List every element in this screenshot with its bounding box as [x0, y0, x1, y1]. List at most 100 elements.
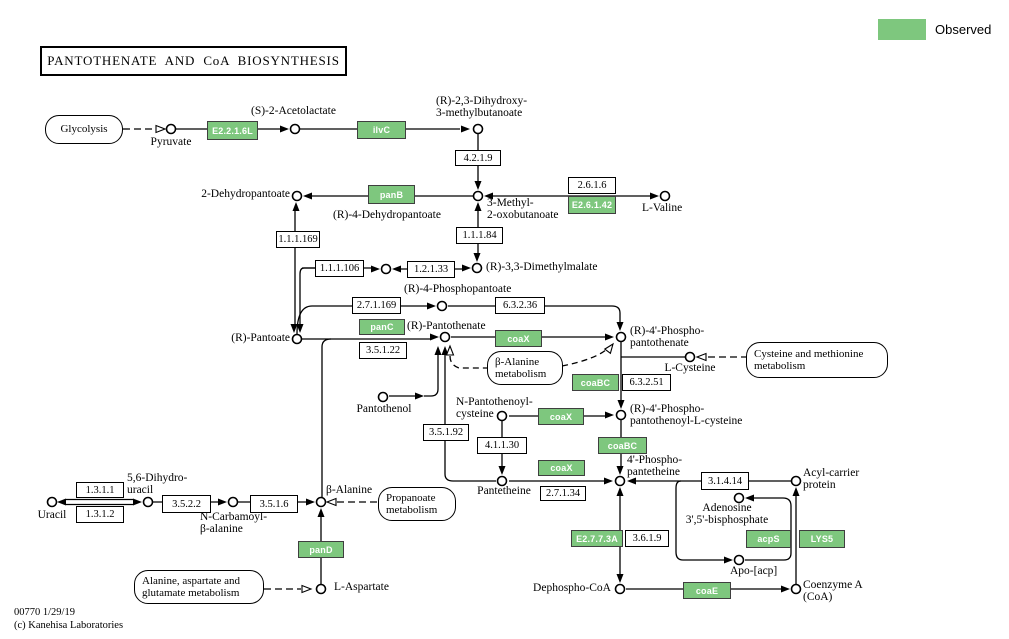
enzyme-box-coaX-3[interactable]: coaX — [538, 460, 585, 476]
node-4-phosphopantetheine[interactable] — [614, 475, 626, 487]
pathway-link-glycolysis[interactable]: Glycolysis — [45, 115, 123, 144]
compound-label-acetolactate: (S)-2-Acetolactate — [251, 105, 336, 117]
enzyme-box-coaX-1[interactable]: coaX — [495, 330, 542, 347]
ec-box-1.1.1.84[interactable]: 1.1.1.84 — [456, 227, 503, 244]
enzyme-box-E2.7.7.3A[interactable]: E2.7.7.3A — [571, 530, 623, 547]
node-pyruvate[interactable] — [165, 123, 177, 135]
ec-box-3.5.1.22[interactable]: 3.5.1.22 — [359, 342, 407, 359]
node-dihydroxy-methylbutanoate[interactable] — [472, 123, 484, 135]
compound-label-uracil: Uracil — [37, 509, 67, 521]
ec-box-1.2.1.33[interactable]: 1.2.1.33 — [407, 261, 455, 278]
node-uracil[interactable] — [46, 496, 58, 508]
copyright: (c) Kanehisa Laboratories — [14, 620, 124, 631]
compound-label-n-pantothenoyl-cysteine: N-Pantothenoyl- cysteine — [456, 396, 533, 420]
compound-label-coenzyme-a: Coenzyme A (CoA) — [803, 579, 863, 603]
node-4-phosphopantothenate[interactable] — [615, 331, 627, 343]
node-l-cysteine[interactable] — [684, 351, 696, 363]
ec-box-6.3.2.36[interactable]: 6.3.2.36 — [495, 297, 545, 314]
ec-box-1.1.1.169[interactable]: 1.1.1.169 — [276, 231, 320, 248]
ec-box-4.2.1.9[interactable]: 4.2.1.9 — [455, 150, 501, 166]
ec-box-6.3.2.51[interactable]: 6.3.2.51 — [622, 374, 671, 391]
node-beta-alanine[interactable] — [315, 496, 327, 508]
compound-label-4-phosphopantoate: (R)-4-Phosphopantoate — [404, 283, 512, 295]
enzyme-box-coaE[interactable]: coaE — [683, 582, 731, 599]
node-pantothenate[interactable] — [439, 331, 451, 343]
ec-box-3.5.1.6[interactable]: 3.5.1.6 — [250, 495, 298, 513]
ec-box-3.5.2.2[interactable]: 3.5.2.2 — [162, 495, 211, 513]
compound-label-l-cysteine: L-Cysteine — [664, 362, 716, 374]
node-3-methyl-2-oxobutanoate[interactable] — [472, 190, 484, 202]
compound-label-beta-alanine: β-Alanine — [326, 484, 373, 496]
node-l-valine[interactable] — [659, 190, 671, 202]
open-arrowheads — [155, 124, 707, 594]
ec-box-3.1.4.14[interactable]: 3.1.4.14 — [701, 472, 749, 490]
node-acyl-carrier-protein[interactable] — [790, 475, 802, 487]
node-dihydrouracil[interactable] — [142, 496, 154, 508]
compound-label-apo-acp: Apo-[acp] — [730, 565, 778, 577]
compound-label-dimethylmalate: (R)-3,3-Dimethylmalate — [486, 261, 598, 273]
enzyme-box-coaX-2[interactable]: coaX — [538, 408, 584, 425]
node-n-pantothenoyl-cysteine[interactable] — [496, 410, 508, 422]
node-pantetheine[interactable] — [496, 475, 508, 487]
compound-label-4-dehydropantoate: (R)-4-Dehydropantoate — [333, 209, 441, 221]
compound-label-dihydrouracil: 5,6-Dihydro- uracil — [127, 472, 188, 496]
pathway-link-propanoate-metabolism[interactable]: Propanoate metabolism — [378, 487, 456, 521]
compound-label-dihydroxy-methylbutanoate: (R)-2,3-Dihydroxy- 3-methylbutanoate — [436, 95, 528, 119]
ec-box-1.1.1.106[interactable]: 1.1.1.106 — [315, 260, 364, 277]
ec-box-2.6.1.6[interactable]: 2.6.1.6 — [568, 177, 616, 194]
node-dephospho-coa[interactable] — [614, 583, 626, 595]
enzyme-box-ilvC[interactable]: ilvC — [357, 121, 406, 139]
ec-box-1.3.1.1[interactable]: 1.3.1.1 — [76, 482, 124, 498]
ec-box-1.3.1.2[interactable]: 1.3.1.2 — [76, 506, 124, 523]
compound-label-4-phosphopantetheine: 4'-Phospho- pantetheine — [627, 454, 683, 478]
ec-box-2.7.1.169[interactable]: 2.7.1.169 — [352, 297, 401, 314]
enzyme-box-E2.6.1.42[interactable]: E2.6.1.42 — [568, 196, 616, 214]
ec-box-3.6.1.9[interactable]: 3.6.1.9 — [625, 530, 669, 547]
node-acetolactate[interactable] — [289, 123, 301, 135]
node-pantoate[interactable] — [291, 333, 303, 345]
compound-label-n-carbamoyl-alanine: N-Carbamoyl- β-alanine — [200, 511, 268, 535]
pathway-link-beta-alanine-metabolism[interactable]: β-Alanine metabolism — [487, 351, 563, 385]
compound-label-l-aspartate: L-Aspartate — [334, 581, 389, 593]
map-id: 00770 1/29/19 — [14, 607, 75, 618]
node-adenosine-bisphosphate[interactable] — [733, 492, 745, 504]
node-pantothenol[interactable] — [377, 391, 389, 403]
compound-label-pantothenol: Pantothenol — [356, 403, 412, 415]
enzyme-box-panB[interactable]: panB — [368, 185, 415, 204]
enzyme-box-panC[interactable]: panC — [359, 319, 405, 335]
observed-legend-label: Observed — [935, 22, 992, 37]
node-4-phosphopantoate[interactable] — [436, 300, 448, 312]
compound-label-pyruvate: Pyruvate — [150, 136, 192, 148]
compound-label-pantetheine: Pantetheine — [477, 485, 531, 497]
node-n-carbamoyl-alanine[interactable] — [227, 496, 239, 508]
ec-box-2.7.1.34[interactable]: 2.7.1.34 — [540, 486, 586, 501]
pathway-link-alanine-aspartate-glutamate-metabolism[interactable]: Alanine, aspartate and glutamate metabol… — [134, 570, 264, 604]
enzyme-box-coaBC-2[interactable]: coaBC — [598, 437, 647, 454]
compound-label-4-phosphopantothenoyl-cysteine: (R)-4'-Phospho- pantothenoyl-L-cysteine — [630, 403, 743, 427]
enzyme-box-E2.2.1.6L[interactable]: E2.2.1.6L — [207, 121, 258, 140]
node-2-dehydropantoate[interactable] — [291, 190, 303, 202]
compound-label-2-dehydropantoate: 2-Dehydropantoate — [201, 188, 290, 200]
node-l-aspartate[interactable] — [315, 583, 327, 595]
pathway-title: PANTOTHENATE AND CoA BIOSYNTHESIS — [40, 46, 347, 76]
compound-label-acyl-carrier-protein: Acyl-carrier protein — [803, 467, 860, 491]
compound-label-adenosine-bisphosphate: Adenosine 3',5'-bisphosphate — [685, 502, 769, 526]
compound-label-pantoate: (R)-Pantoate — [231, 332, 290, 344]
ec-box-3.5.1.92[interactable]: 3.5.1.92 — [423, 424, 469, 441]
pathway-link-cysteine-methionine-metabolism[interactable]: Cysteine and methionine metabolism — [746, 342, 888, 378]
node-apo-acp[interactable] — [733, 554, 745, 566]
compound-nodes — [46, 123, 802, 595]
arrowheads — [57, 125, 800, 593]
ec-box-4.1.1.30[interactable]: 4.1.1.30 — [477, 437, 527, 454]
compound-label-4-phosphopantothenate: (R)-4'-Phospho- pantothenate — [630, 325, 705, 349]
enzyme-box-coaBC-1[interactable]: coaBC — [572, 374, 619, 391]
node-dimethylmalate[interactable] — [471, 262, 483, 274]
enzyme-box-panD[interactable]: panD — [298, 541, 344, 558]
enzyme-box-LYS5[interactable]: LYS5 — [799, 530, 845, 548]
node-4-phosphopantothenoyl-cysteine[interactable] — [615, 409, 627, 421]
node-coenzyme-a[interactable] — [790, 583, 802, 595]
enzyme-box-acpS[interactable]: acpS — [746, 530, 791, 548]
node-4-dehydropantoate[interactable] — [380, 263, 392, 275]
